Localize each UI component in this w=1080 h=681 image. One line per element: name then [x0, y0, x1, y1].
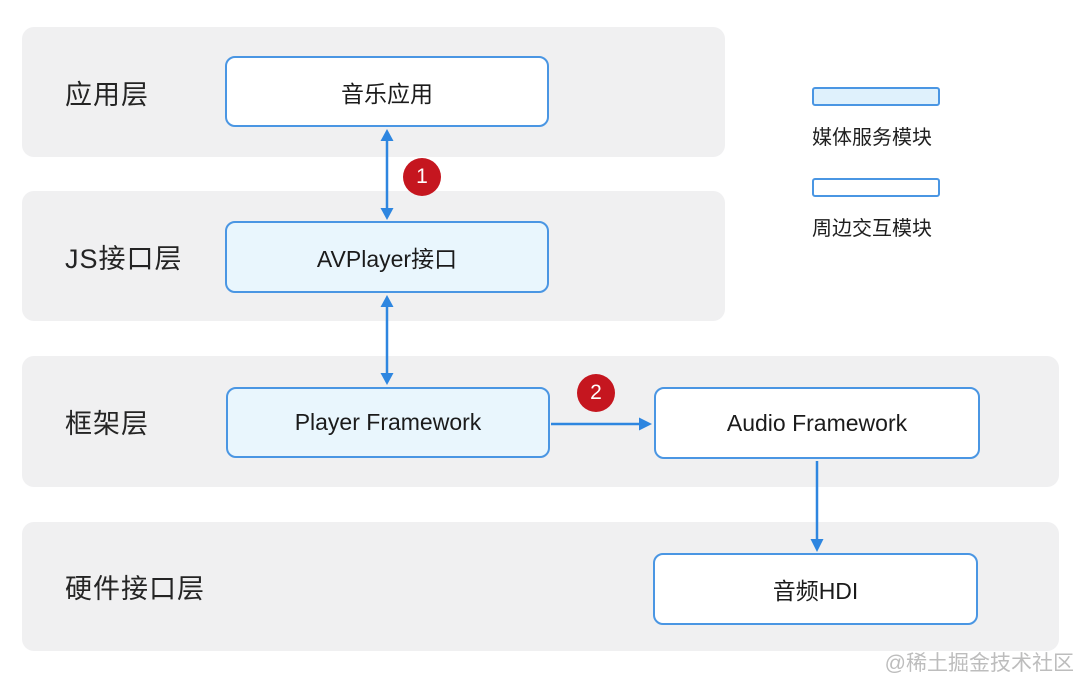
node-avplayer-label: AVPlayer接口: [316, 246, 458, 272]
step-badge-2-number: 2: [590, 381, 602, 404]
legend-swatch-media-service: [812, 87, 940, 106]
layer-label-js-interface: JS接口层: [65, 243, 183, 274]
step-badge-1: 1: [403, 158, 441, 196]
node-avplayer-interface: AVPlayer接口: [225, 221, 549, 293]
step-badge-1-number: 1: [416, 165, 428, 188]
node-audio-framework: Audio Framework: [654, 387, 980, 459]
band-js-interface-layer: JS接口层: [22, 191, 725, 321]
node-music-app-label: 音乐应用: [341, 80, 433, 107]
step-badge-2: 2: [577, 374, 615, 412]
watermark: @稀土掘金技术社区: [884, 652, 1074, 675]
node-player-framework-label: Player Framework: [294, 409, 482, 435]
layer-label-framework: 框架层: [65, 409, 149, 439]
node-audio-hdi: 音频HDI: [653, 553, 978, 625]
legend-swatch-peripheral: [812, 178, 940, 197]
legend-label-peripheral: 周边交互模块: [812, 218, 932, 240]
legend-label-media-service: 媒体服务模块: [812, 127, 932, 149]
node-audio-framework-label: Audio Framework: [726, 409, 908, 436]
node-music-app: 音乐应用: [225, 56, 549, 127]
node-player-framework: Player Framework: [226, 387, 550, 458]
layer-label-hardware-interface: 硬件接口层: [65, 574, 205, 604]
node-audio-hdi-label: 音频HDI: [772, 578, 859, 604]
layer-label-application: 应用层: [65, 79, 149, 110]
